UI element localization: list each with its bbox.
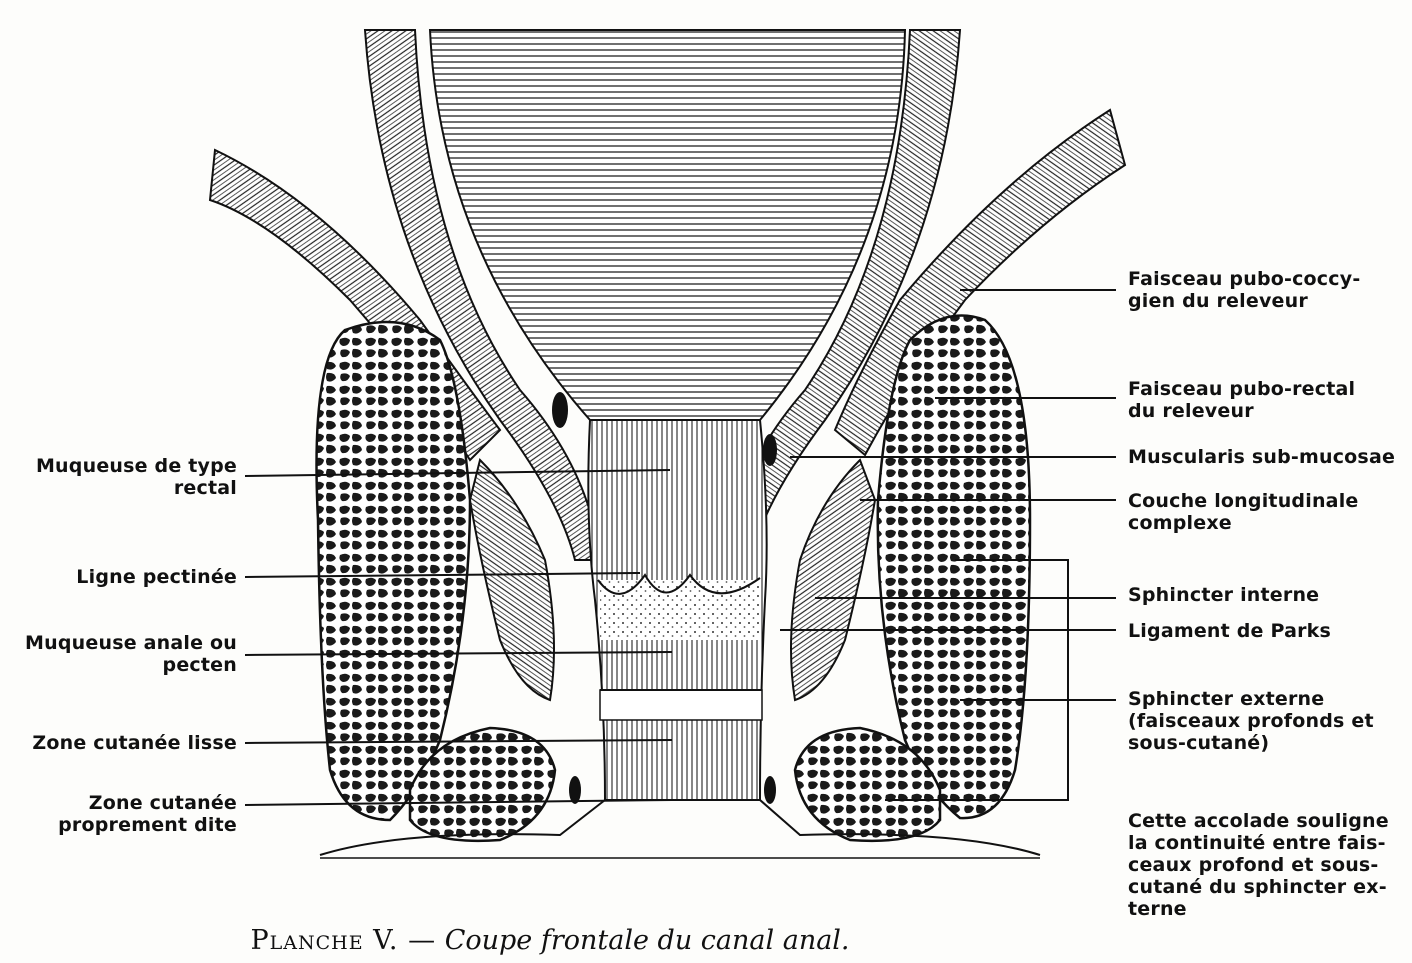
label-pubo-rectal: Faisceau pubo-rectal du releveur	[1128, 378, 1355, 422]
label-zone-cutanee-lisse: Zone cutanée lisse	[32, 732, 237, 754]
label-pubo-coccygien: Faisceau pubo-coccy- gien du releveur	[1128, 268, 1360, 312]
int-sphincter-right	[791, 460, 875, 700]
label-muqueuse-anale: Muqueuse anale ou pecten	[25, 632, 237, 676]
label-muscularis: Muscularis sub-mucosae	[1128, 446, 1395, 468]
caption-title: Coupe frontale du canal anal.	[445, 925, 850, 956]
label-sphincter-interne: Sphincter interne	[1128, 584, 1319, 606]
label-zone-cutanee-propre: Zone cutanée proprement dite	[58, 792, 237, 836]
label-ligament-parks: Ligament de Parks	[1128, 620, 1331, 642]
int-sphincter-left	[470, 460, 554, 700]
bracket-note: Cette accolade souligne la continuité en…	[1128, 810, 1389, 920]
figure-caption: Planche V. — Coupe frontale du canal ana…	[0, 925, 1100, 956]
label-muqueuse-rectal: Muqueuse de type rectal	[36, 455, 237, 499]
caption-plate: Planche V. —	[250, 925, 436, 956]
label-couche-longitudinale: Couche longitudinale complexe	[1128, 490, 1359, 534]
label-sphincter-externe: Sphincter externe (faisceaux profonds et…	[1128, 688, 1374, 754]
label-ligne-pectinee: Ligne pectinée	[76, 566, 237, 588]
